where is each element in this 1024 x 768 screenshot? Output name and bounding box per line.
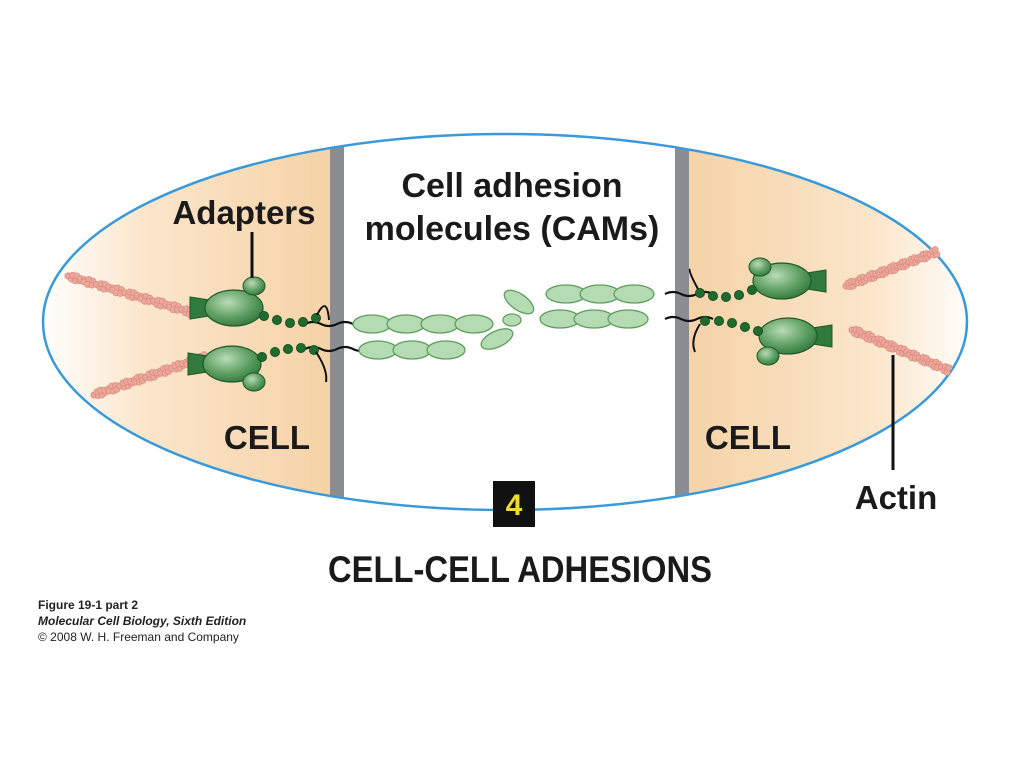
adapter-curl <box>688 268 699 290</box>
adapter-bead <box>310 312 321 323</box>
adapter-bead <box>282 343 293 354</box>
adapter-bead <box>258 310 269 321</box>
cam-hinge-upper <box>503 289 535 315</box>
right-upper-tail <box>664 290 714 298</box>
right-lower-adapter <box>692 315 833 366</box>
cam-domain <box>454 314 494 334</box>
actin-label: Actin <box>855 479 938 516</box>
adapters-label: Adapters <box>172 194 315 231</box>
cam-hinge-middle <box>502 313 522 327</box>
cams-label-line1: Cell adhesion <box>401 167 622 205</box>
cam-domain <box>386 314 426 334</box>
caption-book-title: Molecular Cell Biology, Sixth Edition <box>38 614 247 628</box>
adapter-knob <box>748 257 772 277</box>
adapter-knob <box>756 346 780 366</box>
right-cam-lower <box>539 309 649 329</box>
adapter-bead <box>297 316 308 327</box>
actin-right-lower <box>848 326 953 376</box>
adapter-body <box>204 289 264 327</box>
right-plasma-membrane <box>675 134 689 510</box>
actin-right-upper <box>842 246 941 291</box>
left-lower-adapter <box>187 342 328 392</box>
adapter-bead <box>700 315 711 326</box>
adapter-bead <box>714 315 725 326</box>
left-plasma-membrane <box>330 134 344 510</box>
cam-molecules <box>352 284 655 360</box>
cam-domain <box>392 340 432 360</box>
figure-title: CELL-CELL ADHESIONS <box>328 549 712 590</box>
adapter-knob <box>242 276 266 296</box>
left-cam-lower <box>358 340 466 360</box>
adapter-bead <box>708 290 719 301</box>
panel-number: 4 <box>506 489 523 522</box>
cam-domain <box>480 328 514 350</box>
cam-domain <box>502 313 522 327</box>
cam-domain <box>420 314 460 334</box>
panel-number-badge <box>493 481 535 527</box>
adapter-bead <box>295 342 306 353</box>
left-cam-upper <box>352 314 494 334</box>
adapter-knob <box>242 372 266 392</box>
adapter-bead <box>740 321 751 332</box>
adapter-body <box>202 345 262 383</box>
adapter-bead <box>271 314 282 325</box>
cam-domain <box>607 309 649 329</box>
adapter-bead <box>284 317 295 328</box>
caption-copyright: © 2008 W. H. Freeman and Company <box>38 630 239 644</box>
adapter-curl <box>316 305 330 321</box>
cams-label-line2: molecules (CAMs) <box>365 210 660 248</box>
adapter-bead <box>734 289 745 300</box>
adapter-body <box>758 317 818 355</box>
adapter-curl <box>692 323 701 353</box>
right-upper-adapter <box>688 257 827 302</box>
cam-domain <box>358 340 398 360</box>
adapter-bead <box>753 325 764 336</box>
actin-filaments <box>64 246 953 400</box>
right-cell-cytoplasm <box>680 134 967 510</box>
left-upper-adapter <box>189 276 330 328</box>
cam-domain <box>613 284 655 304</box>
adapter-bead <box>747 284 758 295</box>
adapter-curl <box>315 351 328 383</box>
cam-domain <box>352 314 392 334</box>
caption-figure-number: Figure 19-1 part 2 <box>38 598 139 612</box>
adapter-bead <box>727 317 738 328</box>
right-cam-upper <box>545 284 655 304</box>
cam-domain <box>503 289 535 315</box>
actin-subunit <box>945 364 953 372</box>
adapter-bead <box>269 346 280 357</box>
left-cell-label: CELL <box>224 419 310 456</box>
adapter-bead <box>721 291 732 302</box>
adapter-bead <box>695 287 706 298</box>
actin-left-upper <box>64 271 195 318</box>
adapter-complexes <box>187 257 833 392</box>
adapter-bead <box>256 351 267 362</box>
right-cell-label: CELL <box>705 419 791 456</box>
cam-domain <box>426 340 466 360</box>
cam-hinge-lower <box>480 328 514 350</box>
actin-subunit <box>931 246 939 254</box>
